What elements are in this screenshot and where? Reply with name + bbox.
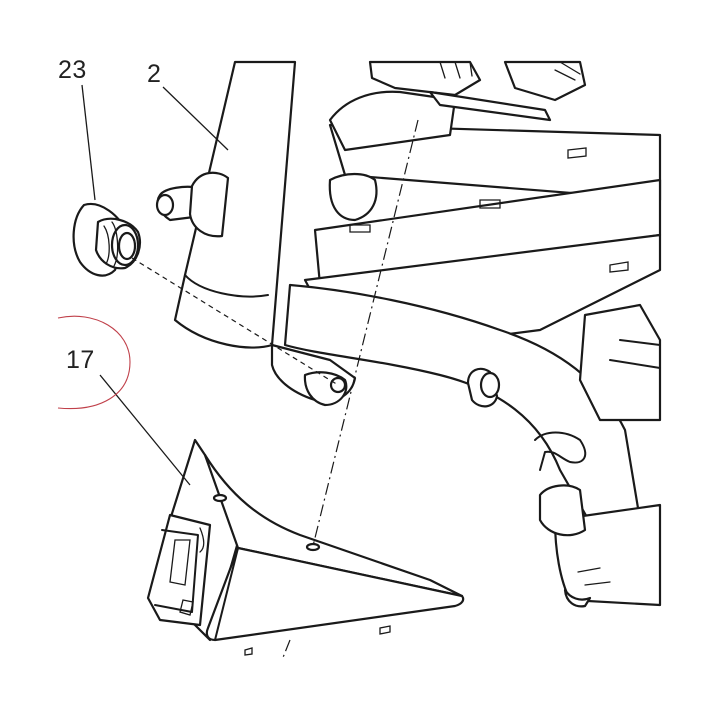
leader-line-23: [81, 84, 96, 201]
part-23-grommet: [72, 202, 142, 277]
markup-circle-17: [57, 315, 131, 410]
assembly-axis-17: [312, 119, 419, 547]
frame-assembly: [155, 60, 662, 608]
assembly-line-23: [131, 257, 339, 386]
assembly-axis-17-lower: [281, 639, 291, 661]
leader-line-17: [99, 374, 191, 486]
part-17-cover: [146, 438, 465, 656]
callout-17: 17: [66, 346, 95, 374]
leader-line-2: [162, 86, 229, 151]
callout-2: 2: [147, 60, 162, 88]
callout-23: 23: [58, 56, 87, 84]
